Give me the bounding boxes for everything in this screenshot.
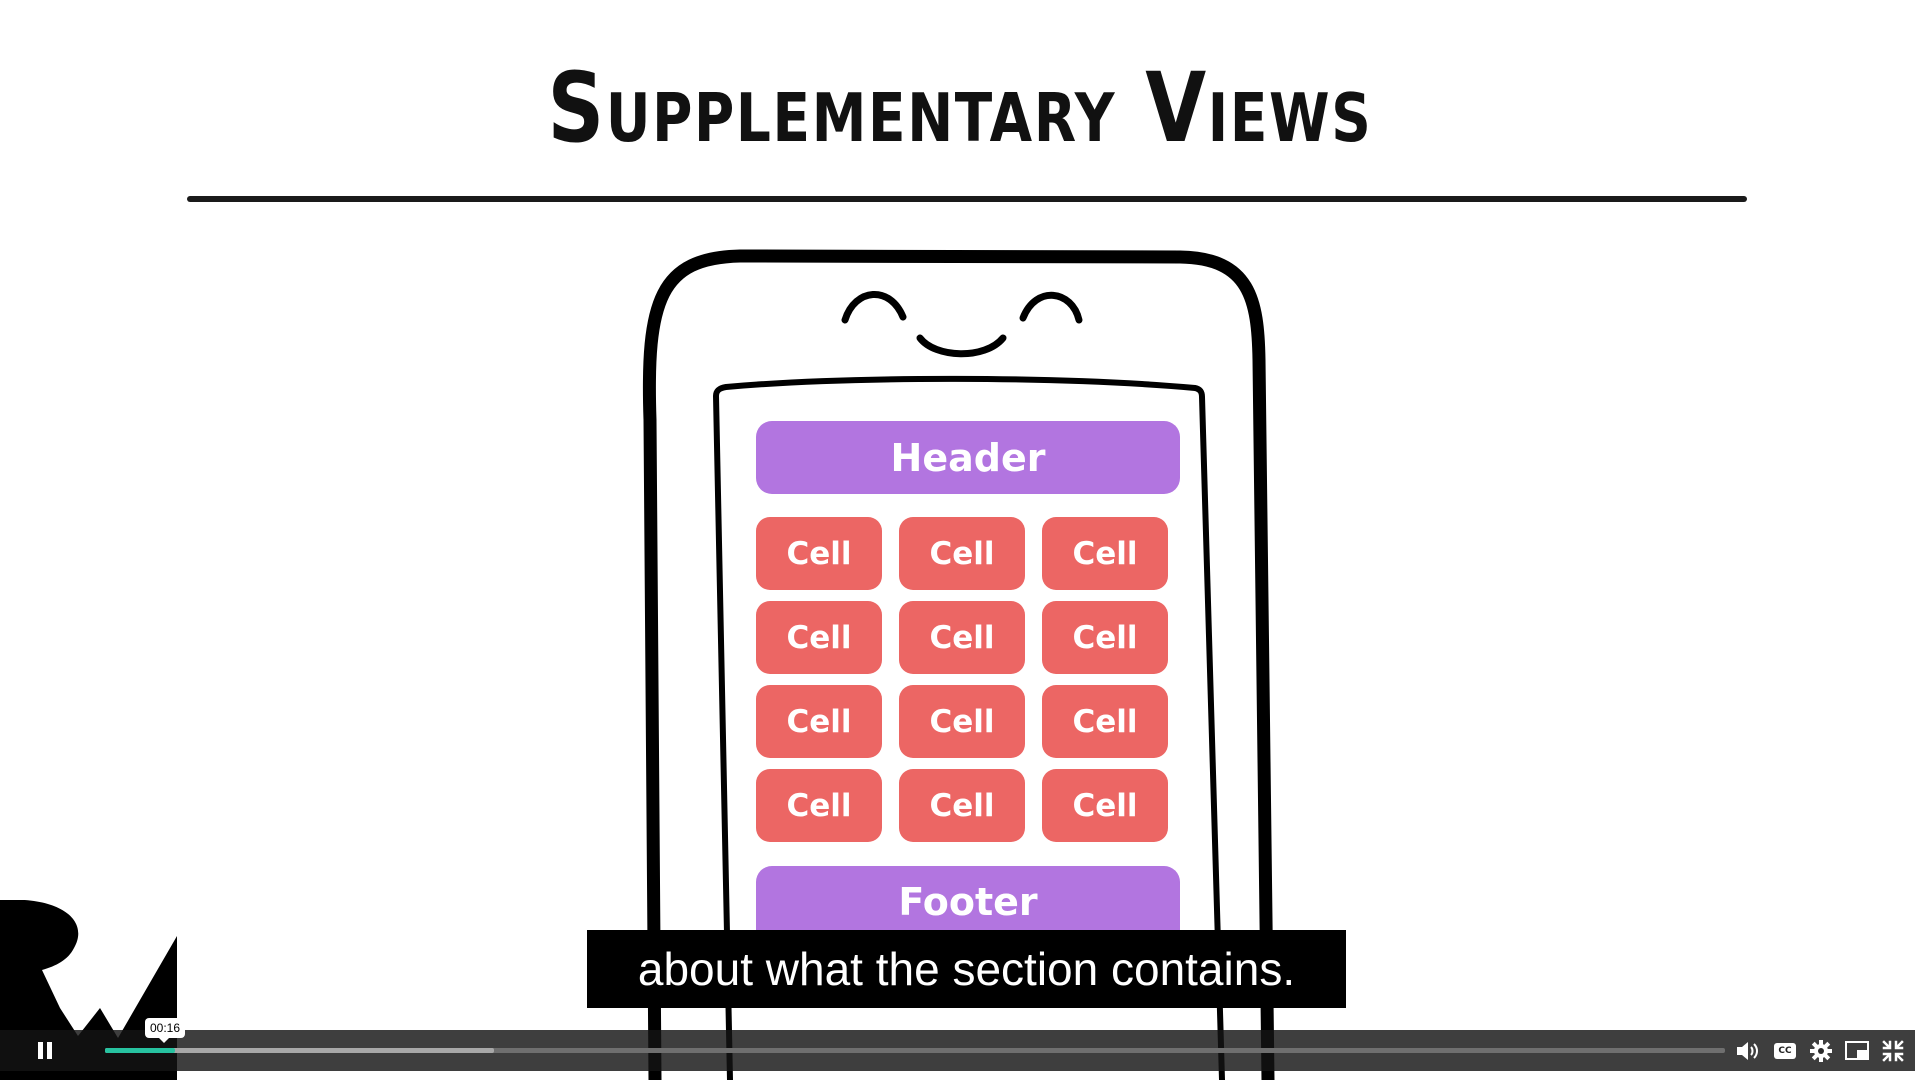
cell-block: Cell: [899, 517, 1025, 590]
closed-captions-button[interactable]: CC: [1772, 1038, 1798, 1064]
footer-block: Footer: [756, 866, 1180, 940]
picture-in-picture-icon: [1845, 1041, 1869, 1060]
progress-bar[interactable]: [105, 1048, 1725, 1053]
settings-button[interactable]: [1808, 1038, 1834, 1064]
cell-block: Cell: [899, 769, 1025, 842]
cell-block: Cell: [1042, 685, 1168, 758]
volume-button[interactable]: [1735, 1038, 1761, 1064]
subtitle-caption: about what the section contains.: [587, 930, 1346, 1008]
exit-fullscreen-icon: [1882, 1040, 1904, 1062]
cell-block: Cell: [756, 685, 882, 758]
phone-right-eye: [1019, 291, 1083, 324]
cell-block: Cell: [899, 601, 1025, 674]
cell-block: Cell: [899, 685, 1025, 758]
current-time-tooltip: 00:16: [145, 1018, 186, 1043]
volume-icon: [1737, 1042, 1758, 1060]
slide-title: Supplementary Views: [547, 52, 1373, 164]
picture-in-picture-button[interactable]: [1845, 1038, 1871, 1064]
phone-outline: [642, 249, 1275, 1080]
cell-block: Cell: [756, 517, 882, 590]
cell-block: Cell: [756, 769, 882, 842]
progress-buffered: [105, 1048, 494, 1053]
cell-block: Cell: [1042, 601, 1168, 674]
cell-block: Cell: [1042, 517, 1168, 590]
phone-left-eye: [841, 291, 907, 324]
settings-gear-icon: [1810, 1040, 1832, 1062]
exit-fullscreen-button[interactable]: [1880, 1038, 1906, 1064]
cell-block: Cell: [1042, 769, 1168, 842]
phone-screen-outline: [713, 375, 1225, 1080]
title-divider: [187, 196, 1747, 202]
phone-smile: [916, 334, 1007, 358]
player-control-bar: CC: [0, 1030, 1915, 1071]
header-block: Header: [756, 421, 1180, 494]
progress-played: [105, 1048, 175, 1053]
pause-icon: [38, 1042, 43, 1059]
pause-button[interactable]: [38, 1042, 56, 1060]
cell-block: Cell: [756, 601, 882, 674]
closed-captions-icon: CC: [1774, 1043, 1796, 1059]
